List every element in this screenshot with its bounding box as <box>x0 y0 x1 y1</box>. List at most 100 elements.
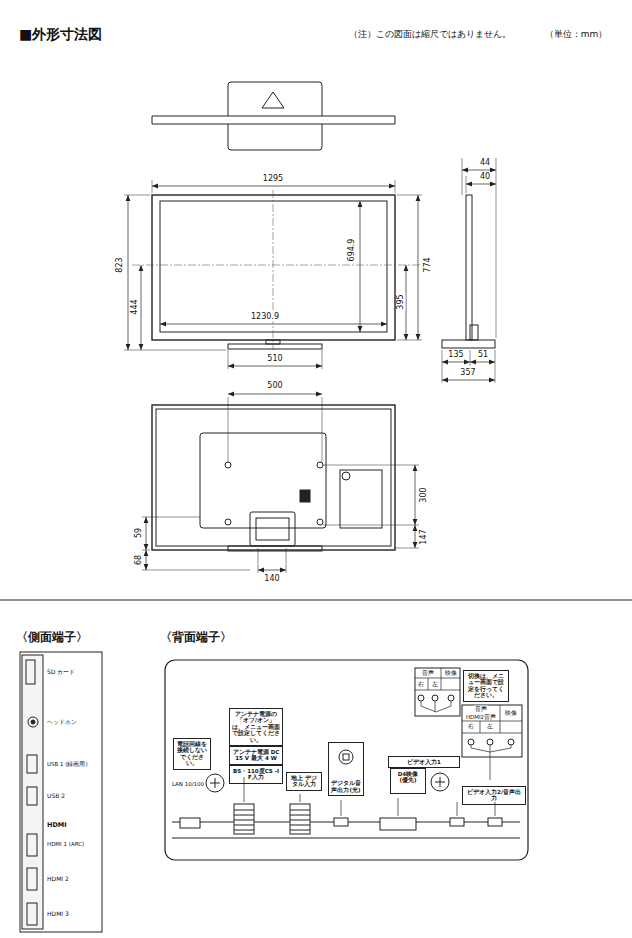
cable-icon <box>421 701 451 712</box>
dimension-value: 774 <box>423 256 432 273</box>
plug-icon <box>448 695 454 701</box>
terminal-label-box: 電話回線を接続しないでください。 <box>173 738 211 770</box>
stand-neck-back <box>250 512 295 546</box>
dimension-line <box>146 517 147 550</box>
dimension-line <box>228 366 322 367</box>
annotation: HDMI 2 <box>46 876 70 883</box>
optical-icon <box>339 750 353 764</box>
dimension-value: 444 <box>130 298 139 315</box>
extension-line <box>395 180 396 193</box>
cable-table <box>415 668 460 716</box>
back-plate <box>200 433 326 528</box>
terminal-label-box: アンテナ電源 DC 15 V 最大 4 W <box>229 746 283 765</box>
dimension-line <box>415 525 416 548</box>
dimension-line <box>258 570 286 571</box>
lan-port <box>180 818 200 828</box>
terminal-panel: 〈背面端子〉電話回線を接続しないでください。アンテナ電源の「オフ/オン」は、メニ… <box>160 630 532 645</box>
extension-line <box>258 548 259 573</box>
box-text: D4映像 (優先) <box>393 771 423 784</box>
screw <box>206 774 224 792</box>
box-text: デジタル音声出力(光) <box>331 780 361 793</box>
annotation: SD カード <box>46 669 76 676</box>
stand-base-side <box>442 340 495 348</box>
terminal-area <box>340 470 382 528</box>
terminal-label-box: 地上 デジタル入力 <box>286 772 322 791</box>
dimension-line <box>462 170 496 171</box>
stand-bracket <box>256 518 289 540</box>
extension-line <box>466 176 467 193</box>
tv-outlines <box>152 82 495 551</box>
extension-line <box>323 525 419 526</box>
d4-port <box>380 818 416 830</box>
dimension-line <box>360 201 361 332</box>
annotation: （単位：mm） <box>544 29 609 39</box>
back-terminals <box>165 660 528 860</box>
annotation: 映像 <box>444 670 458 677</box>
annotation: HDMI 1 (ARC) <box>46 841 85 847</box>
box-text: 〈側面端子〉 <box>16 630 116 644</box>
extension-line <box>286 548 287 573</box>
hdmi-port <box>27 868 37 890</box>
box-text: 電話回線を接続しないでください。 <box>176 741 208 767</box>
stand-neck-side <box>470 325 478 340</box>
dimension-value: 68 <box>134 554 143 566</box>
extension-line <box>322 397 323 462</box>
terminal-panel: 〈側面端子〉 <box>16 630 116 645</box>
back-panel <box>165 660 528 860</box>
extension-line <box>228 397 229 462</box>
plug-icon <box>418 695 424 701</box>
center-lines <box>132 190 420 350</box>
dimension-line <box>466 184 496 185</box>
cable-icon <box>471 745 511 780</box>
extension-line <box>462 158 463 195</box>
screw-cross <box>210 778 220 788</box>
headphone-jack <box>28 717 38 727</box>
terminal-label-box: BS・110度CS -IF入力 <box>229 765 283 784</box>
dimension-line <box>146 550 147 570</box>
dimension-value: 147 <box>419 528 428 545</box>
center-line <box>273 190 274 350</box>
annotation: 右 <box>417 681 425 688</box>
annotation: 左 <box>486 723 494 730</box>
dimension-line <box>160 324 387 325</box>
dimension-value: 510 <box>266 354 283 363</box>
stand-base-back <box>228 546 322 551</box>
plug-icon <box>508 739 514 745</box>
dimension-lines <box>128 170 496 570</box>
connector-thread <box>290 810 310 830</box>
dimension-line <box>141 265 142 350</box>
extension-line <box>496 158 497 338</box>
dimension-value: 44 <box>479 158 491 167</box>
optical-icon <box>343 754 349 760</box>
screw-cross <box>435 777 445 787</box>
dimension-line <box>442 380 495 381</box>
annotation: USB 2 <box>46 793 66 800</box>
tv-side <box>466 195 472 340</box>
optical-port <box>334 818 348 826</box>
dimension-line <box>418 195 419 340</box>
dimension-line <box>415 465 416 525</box>
dimension-value: 500 <box>266 381 283 390</box>
dimension-line <box>228 394 322 395</box>
box-text: ビデオ入力1 <box>391 759 457 766</box>
table-grid <box>462 705 522 733</box>
back-cover <box>156 409 391 546</box>
terminal-label-box: D4映像 (優先) <box>390 768 426 794</box>
extension-line <box>323 465 419 466</box>
dimension-value: 694.9 <box>347 238 356 263</box>
dimension-value: 1230.9 <box>250 312 280 321</box>
screw-hole <box>317 519 323 525</box>
tv-front <box>152 195 395 340</box>
rca-port <box>488 818 502 826</box>
terminal-label-box: ビデオ入力2/音声出力 <box>462 786 526 805</box>
annotation: 左 <box>431 681 439 688</box>
screw-hole <box>225 519 231 525</box>
dimension-value: 395 <box>396 293 405 310</box>
dimension-value: 140 <box>263 574 280 583</box>
usb-port <box>27 755 37 773</box>
hdmi-port <box>27 903 37 925</box>
box-text: 地上 デジタル入力 <box>289 775 319 788</box>
headphone-jack <box>31 720 35 724</box>
